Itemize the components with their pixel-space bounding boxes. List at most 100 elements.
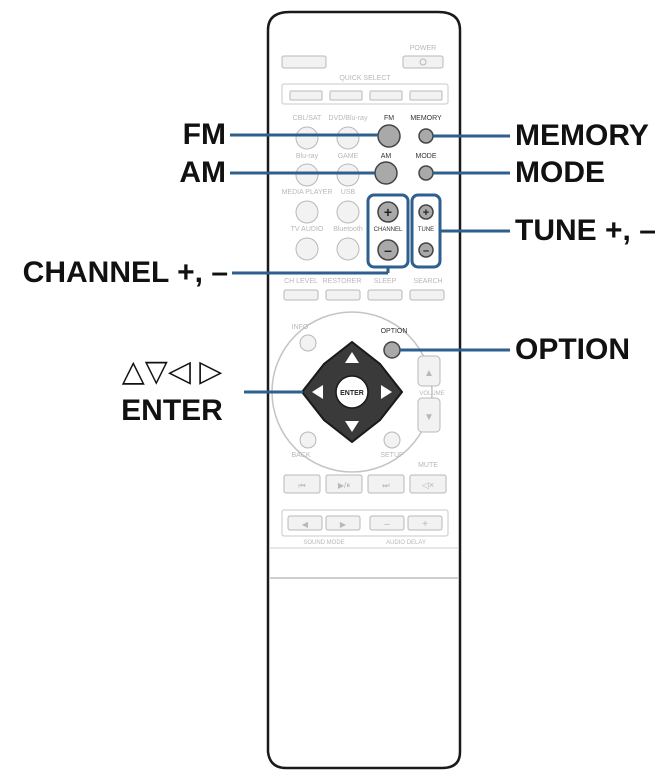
mode-callout-label: MODE (515, 156, 605, 189)
mode-button[interactable] (418, 165, 434, 181)
enter-button[interactable] (335, 375, 369, 409)
play-pause-button[interactable] (325, 474, 363, 494)
right-arrow-icon: ▶ (340, 520, 347, 529)
next-button[interactable] (367, 474, 405, 494)
input-label-tv-audio: TV AUDIO (291, 226, 324, 233)
left-arrow-icon: ◀ (302, 520, 309, 529)
input-label-am: AM (381, 153, 392, 160)
down-arrow-icon[interactable] (345, 421, 359, 432)
next-icon: ⏭ (382, 481, 389, 490)
channel-callout-label: CHANNEL +, – (22, 256, 228, 289)
channel-down-button[interactable] (377, 239, 399, 261)
channel-up-button[interactable] (377, 201, 399, 223)
minus-icon: – (384, 242, 392, 258)
bluray-button[interactable] (295, 163, 319, 187)
back-button[interactable] (299, 431, 317, 449)
play-pause-icon: ▶/⏸ (338, 481, 350, 490)
plus-icon: + (384, 204, 392, 220)
volume-label: VOLUME (419, 391, 444, 397)
left-arrow-icon[interactable] (312, 385, 323, 399)
mute-icon: ◁× (422, 480, 434, 490)
sleep-button[interactable] (367, 289, 403, 301)
plus-icon: + (422, 519, 428, 530)
previous-button[interactable] (283, 474, 321, 494)
input-label-mode: MODE (416, 153, 437, 160)
volume-down-button[interactable] (417, 397, 441, 433)
cbl-sat-button[interactable] (295, 126, 319, 150)
setup-label: SETUP (380, 452, 404, 459)
input-label-dvd: DVD/Blu-ray (329, 115, 368, 122)
volume-up-button[interactable] (417, 355, 441, 387)
input-label-fm: FM (384, 115, 394, 122)
am-callout-label: AM (179, 156, 226, 189)
quick-select-label: QUICK SELECT (339, 75, 391, 82)
tune-down-button[interactable] (418, 242, 434, 258)
game-button[interactable] (336, 163, 360, 187)
tv-audio-button[interactable] (295, 237, 319, 261)
search-button[interactable] (409, 289, 445, 301)
quick-select-4-button[interactable] (409, 90, 443, 101)
audio-delay-label: AUDIO DELAY (386, 540, 426, 546)
plus-icon: + (423, 207, 429, 219)
back-label: BACK (291, 452, 310, 459)
sound-mode-left-button[interactable] (287, 515, 323, 531)
enter-callout-label: ENTER (121, 394, 223, 427)
audio-delay-minus-button[interactable] (369, 515, 405, 531)
sound-mode-right-button[interactable] (325, 515, 361, 531)
channel-label: CHANNEL (374, 227, 403, 233)
ch-level-label: CH LEVEL (284, 278, 318, 285)
restorer-label: RESTORER (323, 278, 362, 285)
input-label-bluray: Blu-ray (296, 153, 319, 160)
sleep-label: SLEEP (374, 278, 397, 285)
option-callout-label: OPTION (515, 333, 631, 366)
search-label: SEARCH (413, 278, 442, 285)
power-label: POWER (410, 45, 436, 52)
quick-select-3-button[interactable] (369, 90, 403, 101)
restorer-button[interactable] (325, 289, 361, 301)
input-label-cbl-sat: CBL/SAT (293, 115, 322, 122)
power-icon (419, 58, 427, 66)
input-label-usb: USB (341, 189, 356, 196)
setup-button[interactable] (383, 431, 401, 449)
usb-button[interactable] (336, 200, 360, 224)
power-button[interactable] (402, 55, 444, 69)
input-label-game: GAME (338, 153, 359, 160)
info-button[interactable] (299, 334, 317, 352)
memory-button[interactable] (418, 128, 434, 144)
quick-select-frame (281, 83, 449, 105)
info-label: INFO (292, 324, 309, 331)
am-button[interactable] (374, 161, 398, 185)
ch-level-button[interactable] (283, 289, 319, 301)
volume-down-icon: ▼ (424, 412, 434, 423)
memory-callout-label: MEMORY (515, 119, 649, 152)
bottom-row-frame (281, 509, 449, 537)
fm-button[interactable] (377, 124, 401, 148)
tune-label: TUNE (418, 227, 434, 233)
quick-select-2-button[interactable] (329, 90, 363, 101)
up-arrow-icon[interactable] (345, 352, 359, 363)
volume-up-icon: ▲ (424, 368, 434, 379)
mute-button[interactable] (409, 474, 447, 494)
minus-icon: – (384, 519, 390, 530)
option-label: OPTION (381, 328, 408, 335)
media-player-button[interactable] (295, 200, 319, 224)
bluetooth-button[interactable] (336, 237, 360, 261)
input-label-memory: MEMORY (410, 115, 442, 122)
arrow-keys-callout-label: △▽◁ ▷ (121, 355, 223, 388)
audio-delay-plus-button[interactable] (407, 515, 443, 531)
input-label-media-player: MEDIA PLAYER (282, 189, 333, 196)
dvd-button[interactable] (336, 126, 360, 150)
enter-button-label: ENTER (340, 390, 364, 397)
previous-icon: ⏮ (298, 481, 305, 490)
fm-callout-label: FM (182, 118, 226, 151)
option-button[interactable] (383, 341, 401, 359)
mute-label: MUTE (418, 462, 438, 469)
quick-select-1-button[interactable] (289, 90, 323, 101)
tune-callout-label: TUNE +, – (515, 214, 656, 247)
sound-mode-label: SOUND MODE (303, 540, 344, 546)
eco-button[interactable] (281, 55, 327, 69)
right-arrow-icon[interactable] (381, 385, 392, 399)
tune-up-button[interactable] (418, 204, 434, 220)
